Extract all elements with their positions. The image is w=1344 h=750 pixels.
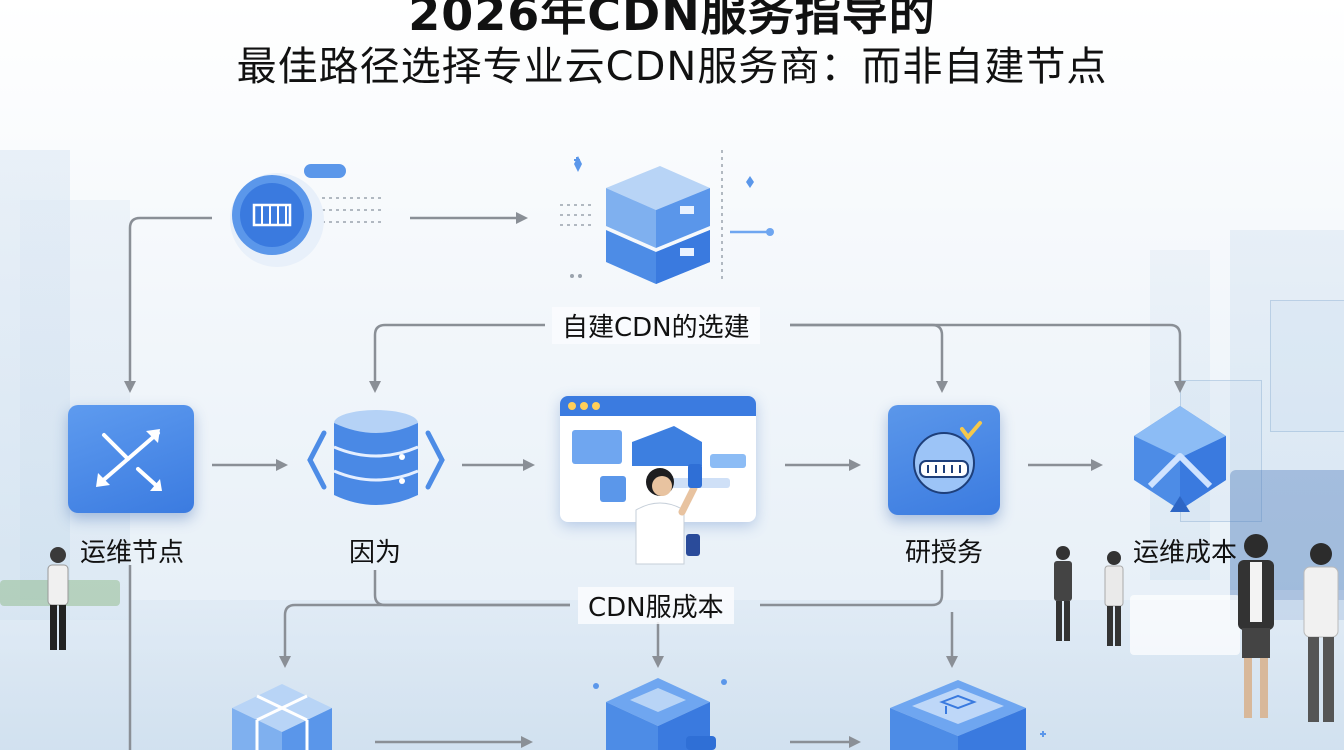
because-label: 因为 (348, 538, 401, 568)
person-silhouette-mid2 (1104, 551, 1124, 646)
hub-bottom-label: CDN服成本 (578, 587, 734, 624)
page-title: 最佳路径选择专业云CDN服务商：而非自建节点 (236, 44, 1108, 90)
ops-node-label: 运维节点 (79, 538, 184, 568)
person-holding-phone-icon (635, 464, 702, 565)
research-card[interactable] (888, 405, 1000, 515)
person-silhouette-left (47, 547, 69, 650)
ops-node-card[interactable] (68, 405, 194, 513)
ops-cost-label: 运维成本 (1132, 538, 1237, 568)
stacked-cubes-icon (570, 156, 754, 284)
person-silhouette-mid (1054, 546, 1072, 641)
robot-helmet-icon (913, 421, 982, 494)
research-label: 研授务 (904, 538, 983, 568)
shuffle-arrows-icon (96, 429, 162, 491)
storage-device-icon[interactable] (882, 676, 1052, 750)
person-silhouette-right1 (1238, 534, 1274, 718)
cube-grid-icon[interactable] (222, 678, 342, 750)
person-silhouette-right2 (1303, 543, 1339, 722)
shield-arrow-icon[interactable] (1128, 400, 1232, 516)
server-box-icon[interactable] (586, 672, 736, 750)
server-rack-circle-icon (230, 164, 346, 267)
title-top: 2026年CDN服务指导的 (408, 0, 936, 41)
database-code-icon[interactable] (302, 405, 450, 515)
hub-top-label: 自建CDN的选建 (552, 307, 760, 344)
